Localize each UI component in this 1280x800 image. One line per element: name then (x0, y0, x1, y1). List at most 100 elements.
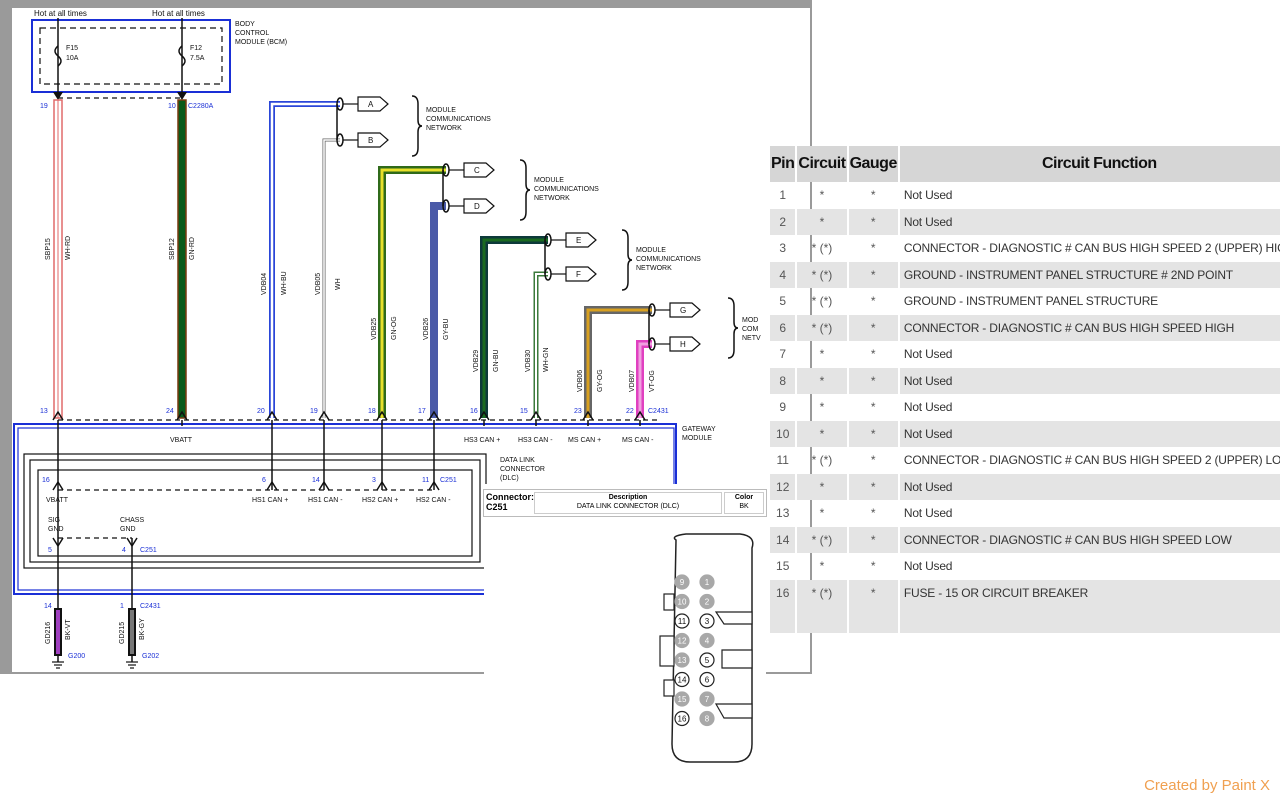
function-cell: Not Used (898, 420, 1280, 447)
circuit-cell: * (796, 394, 849, 421)
pin-cell: 1 (770, 182, 798, 209)
connector-pin (674, 613, 690, 629)
dlc-pin-6: 6 (262, 477, 266, 484)
gateway-label-1: GATEWAY (682, 426, 716, 433)
bottom-pin-14: 14 (44, 603, 52, 610)
fuse-f15-icon (54, 45, 62, 67)
connector-pin (699, 613, 715, 629)
bottom-pin-1: 1 (120, 603, 124, 610)
table-row: 9**Not Used (770, 394, 1280, 421)
dlc-pin-16: 16 (42, 477, 50, 484)
connector-pin-label: 11 (678, 617, 687, 626)
splice-h-label: H (680, 340, 686, 349)
dlc-hs1-can-plus: HS1 CAN + (252, 497, 288, 504)
bottom-c2431-label: C2431 (140, 603, 161, 610)
function-cell: Not Used (898, 182, 1280, 209)
pin-table: Pin Circuit Gauge Circuit Function C 1**… (770, 146, 1280, 633)
gnd-pin-5: 5 (48, 547, 52, 554)
table-row: 15**Not Used (770, 553, 1280, 580)
pin-cell: 3 (770, 235, 798, 262)
pin-cell: 9 (770, 394, 798, 421)
ground-g200-label: G200 (68, 653, 85, 660)
table-row: 2**Not Used (770, 208, 1280, 235)
sig-gnd-label-2: GND (48, 526, 64, 533)
dlc-pin-14: 14 (312, 477, 320, 484)
pin-cell: 6 (770, 314, 798, 341)
splice-b-label: B (368, 136, 373, 145)
function-cell: GROUND - INSTRUMENT PANEL STRUCTURE # 2N… (898, 261, 1280, 288)
bcm-label-2: CONTROL (235, 30, 269, 37)
wire-vdb07-color: VT-OG (649, 370, 656, 392)
wire-vdb04-circuit: VDB04 (261, 273, 268, 295)
gauge-cell: * (847, 553, 900, 580)
connector-pin-label: 4 (705, 637, 710, 646)
dlc-pin-3: 3 (372, 477, 376, 484)
pin-arrow-icon (530, 410, 542, 421)
pin-arrow-icon (318, 410, 330, 421)
pin-cell: 14 (770, 526, 798, 553)
network-label-1c: NETWORK (426, 125, 462, 132)
connector-pin (674, 691, 690, 707)
fuse-f12-id: F12 (190, 45, 202, 52)
wire-sbp12 (177, 99, 187, 419)
wire-vdb29-color: GN-BU (493, 349, 500, 372)
connector-pin-label: 10 (678, 598, 687, 607)
connector-pin (699, 652, 715, 668)
gw-pin-19: 19 (310, 408, 318, 415)
pin-cell: 8 (770, 367, 798, 394)
pin-arrow-icon (52, 410, 64, 421)
connector-pin-label: 16 (678, 715, 687, 724)
splice-a-label: A (368, 100, 374, 109)
dlc-hs2-can-minus: HS2 CAN - (416, 497, 451, 504)
table-row: 7**Not Used (770, 341, 1280, 368)
gnd-pin-4: 4 (122, 547, 126, 554)
function-cell: CONNECTOR - DIAGNOSTIC # CAN BUS HIGH SP… (898, 314, 1280, 341)
circuit-cell: * (*) (796, 235, 849, 262)
c2280a-label: C2280A (188, 103, 214, 110)
circuit-cell: * (*) (796, 447, 849, 474)
gw-pin-13: 13 (40, 408, 48, 415)
connector-pin (674, 652, 690, 668)
connector-pin (699, 632, 715, 649)
gw-pin-24: 24 (166, 408, 174, 415)
gw-pin-17: 17 (418, 408, 426, 415)
connector-pin (699, 691, 715, 707)
table-row: 3* (*)*CONNECTOR - DIAGNOSTIC # CAN BUS … (770, 235, 1280, 262)
gauge-cell: * (847, 208, 900, 235)
network-label-4c: NETV (742, 335, 761, 342)
gauge-cell: * (847, 182, 900, 209)
wire-vdb26-color: GY-BU (443, 318, 450, 340)
gauge-cell: * (847, 235, 900, 262)
connector-pin (674, 632, 690, 649)
function-cell: Not Used (898, 341, 1280, 368)
table-row: 11* (*)*CONNECTOR - DIAGNOSTIC # CAN BUS… (770, 447, 1280, 474)
gw-hs3-can-plus: HS3 CAN + (464, 437, 500, 444)
gw-hs3-can-minus: HS3 CAN - (518, 437, 553, 444)
wire-sbp12-circuit: SBP12 (169, 238, 176, 260)
splice-c (463, 162, 495, 178)
table-row: 13**Not Used (770, 500, 1280, 527)
connector-description: DATA LINK CONNECTOR (DLC) (576, 503, 680, 510)
wire-gd216-circuit: GD216 (45, 622, 52, 644)
description-heading: Description (608, 494, 648, 501)
gw-pin-18: 18 (368, 408, 376, 415)
wire-gd215-circuit: GD215 (119, 622, 126, 644)
gw-vbatt-label: VBATT (170, 437, 193, 444)
bcm-inner-dashed (39, 27, 223, 85)
splice-b (357, 132, 389, 148)
pin-cell: 11 (770, 447, 798, 474)
sig-gnd-label-1: SIG (48, 517, 60, 524)
connector-pin (674, 671, 690, 688)
pin-cell: 10 (770, 420, 798, 447)
credit-text: Created by Paint X (1144, 777, 1270, 794)
fuse-f12-rating: 7.5A (190, 55, 205, 62)
function-cell: FUSE - 15 OR CIRCUIT BREAKER (898, 579, 1280, 606)
gnd-c251-label: C251 (140, 547, 157, 554)
connector-pin-label: 9 (680, 578, 685, 587)
circuit-cell: * (796, 341, 849, 368)
connector-pin (674, 593, 690, 610)
wire-vdb06-circuit: VDB06 (577, 370, 584, 392)
pin-table-header: Pin Circuit Gauge Circuit Function C (770, 146, 1280, 182)
network-label-3b: COMMUNICATIONS (636, 256, 701, 263)
network-label-2b: COMMUNICATIONS (534, 186, 599, 193)
